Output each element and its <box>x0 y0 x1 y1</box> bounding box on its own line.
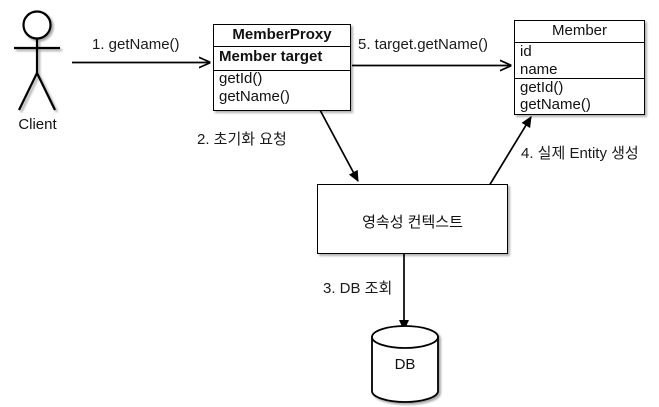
class-attribute-member-target: Member target <box>219 48 323 65</box>
stick-figure-actor-icon <box>14 10 60 111</box>
class-separator <box>214 46 350 47</box>
class-box-member[interactable] <box>514 20 645 115</box>
message-label-5: 5. target.getName() <box>358 36 489 53</box>
class-separator <box>214 70 350 71</box>
node-box-persistence-context[interactable] <box>317 184 508 254</box>
class-operation-getname: getName() <box>520 96 591 113</box>
class-name-member-proxy: MemberProxy <box>232 26 332 43</box>
class-operation-getname: getName() <box>219 88 290 105</box>
message-label-1: 1. getName() <box>92 36 180 53</box>
class-name-member: Member <box>551 22 607 39</box>
class-separator <box>515 42 644 43</box>
class-box-member-proxy[interactable] <box>213 24 351 111</box>
message-label-2: 2. 초기화 요청 <box>197 131 287 148</box>
class-attribute-id: id <box>520 43 532 60</box>
message-arrow-2 <box>319 109 359 182</box>
message-label-4: 4. 실제 Entity 생성 <box>521 145 639 162</box>
actor-label-client: Client <box>18 116 57 133</box>
node-label-persistence-context: 영속성 컨텍스트 <box>362 214 463 231</box>
node-label-database: DB <box>394 356 416 373</box>
message-arrow-4 <box>488 116 532 187</box>
class-operation-getid: getId() <box>219 70 263 87</box>
class-separator <box>515 78 644 79</box>
message-label-3: 3. DB 조회 <box>323 280 393 297</box>
class-attribute-name: name <box>520 61 558 78</box>
class-operation-getid: getId() <box>520 79 564 96</box>
database-cylinder-icon <box>371 325 439 403</box>
